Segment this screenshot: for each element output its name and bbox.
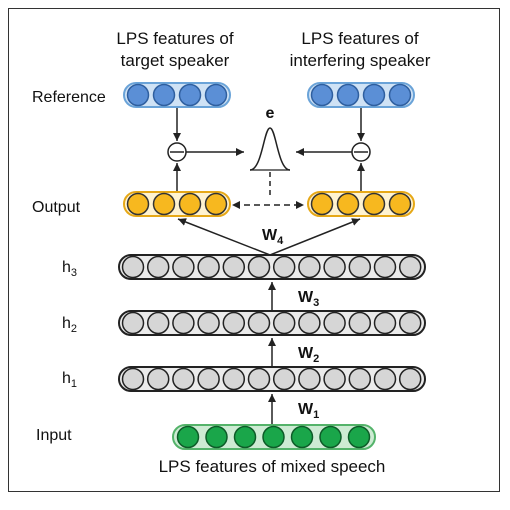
hidden-unit — [197, 367, 220, 391]
output-unit — [362, 192, 386, 216]
interfering-title-line1: LPS features of — [301, 29, 418, 48]
hidden-unit — [298, 367, 321, 391]
hidden-unit — [298, 255, 321, 279]
hidden-unit — [323, 255, 346, 279]
output-unit — [204, 192, 228, 216]
hidden-unit — [348, 255, 372, 279]
hidden-unit — [272, 255, 296, 279]
input-unit — [319, 425, 342, 449]
subtract-node-target — [167, 142, 187, 162]
input-unit — [347, 425, 371, 449]
hidden-unit — [348, 311, 372, 335]
hidden-unit — [146, 255, 170, 279]
output-layer-target — [123, 191, 231, 217]
hidden-unit — [172, 367, 195, 391]
hidden-unit — [298, 311, 321, 335]
hidden-unit — [222, 255, 246, 279]
h1-label: h1 — [62, 370, 77, 390]
hidden-unit — [247, 255, 271, 279]
hidden-unit — [121, 255, 145, 279]
hidden-box-h2 — [118, 310, 426, 336]
reference-unit — [336, 83, 360, 107]
hidden-box-h3 — [118, 254, 426, 280]
hidden-unit — [398, 367, 422, 391]
output-box-interfering — [307, 191, 415, 217]
hidden-unit — [247, 367, 271, 391]
hidden-unit — [121, 311, 145, 335]
reference-layer-interfering — [307, 82, 415, 108]
bottom-caption: LPS features of mixed speech — [159, 457, 386, 476]
h2-label: h2 — [62, 315, 77, 335]
target-title-line1: LPS features of — [116, 29, 233, 48]
w3-label: W3 — [298, 289, 319, 309]
reference-unit — [204, 83, 228, 107]
reference-unit — [310, 83, 334, 107]
interfering-title-line2: interfering speaker — [290, 51, 431, 70]
hidden-unit — [146, 367, 170, 391]
input-unit — [262, 425, 285, 449]
hidden-unit — [222, 367, 246, 391]
w4-label: W4 — [262, 227, 284, 247]
hidden-unit — [373, 255, 397, 279]
w4-arrow-left — [177, 218, 271, 256]
hidden-unit — [323, 367, 346, 391]
output-label: Output — [32, 199, 81, 216]
target-title-line2: target speaker — [121, 51, 230, 70]
hidden-unit — [172, 255, 195, 279]
output-unit — [388, 192, 412, 216]
hidden-unit — [398, 311, 422, 335]
hidden-unit — [197, 311, 220, 335]
reference-unit — [362, 83, 386, 107]
w4-arrow-right — [269, 218, 361, 256]
output-unit — [126, 192, 150, 216]
hidden-layer-h3 — [118, 254, 426, 280]
hidden-unit — [172, 311, 195, 335]
reference-unit — [152, 83, 176, 107]
hidden-unit — [373, 311, 397, 335]
output-unit — [310, 192, 334, 216]
hidden-unit — [348, 367, 372, 391]
input-unit — [176, 425, 200, 449]
input-unit — [290, 425, 314, 449]
hidden-unit — [222, 311, 246, 335]
gaussian-icon — [249, 127, 291, 171]
hidden-layer-h2 — [118, 310, 426, 336]
hidden-unit — [373, 367, 397, 391]
input-layer — [172, 424, 376, 450]
w2-label: W2 — [298, 345, 319, 365]
hidden-unit — [323, 311, 346, 335]
hidden-box-h1 — [118, 366, 426, 392]
hidden-unit — [272, 367, 296, 391]
hidden-unit — [272, 311, 296, 335]
w1-label: W1 — [298, 401, 319, 421]
reference-unit — [388, 83, 412, 107]
hidden-unit — [146, 311, 170, 335]
reference-layer-target — [123, 82, 231, 108]
input-unit — [233, 425, 257, 449]
reference-box-interfering — [307, 82, 415, 108]
output-box-target — [123, 191, 231, 217]
hidden-unit — [197, 255, 220, 279]
input-unit — [205, 425, 228, 449]
error-label: e — [266, 105, 275, 122]
hidden-unit — [121, 367, 145, 391]
figure-frame — [8, 8, 500, 492]
reference-unit — [126, 83, 150, 107]
reference-label: Reference — [32, 89, 106, 106]
hidden-unit — [247, 311, 271, 335]
output-layer-interfering — [307, 191, 415, 217]
hidden-unit — [398, 255, 422, 279]
input-label: Input — [36, 427, 72, 444]
h3-label: h3 — [62, 259, 77, 279]
reference-unit — [178, 83, 202, 107]
output-unit — [152, 192, 176, 216]
hidden-layer-h1 — [118, 366, 426, 392]
reference-box-target — [123, 82, 231, 108]
output-unit — [336, 192, 360, 216]
subtract-node-interfering — [351, 142, 371, 162]
output-unit — [178, 192, 202, 216]
